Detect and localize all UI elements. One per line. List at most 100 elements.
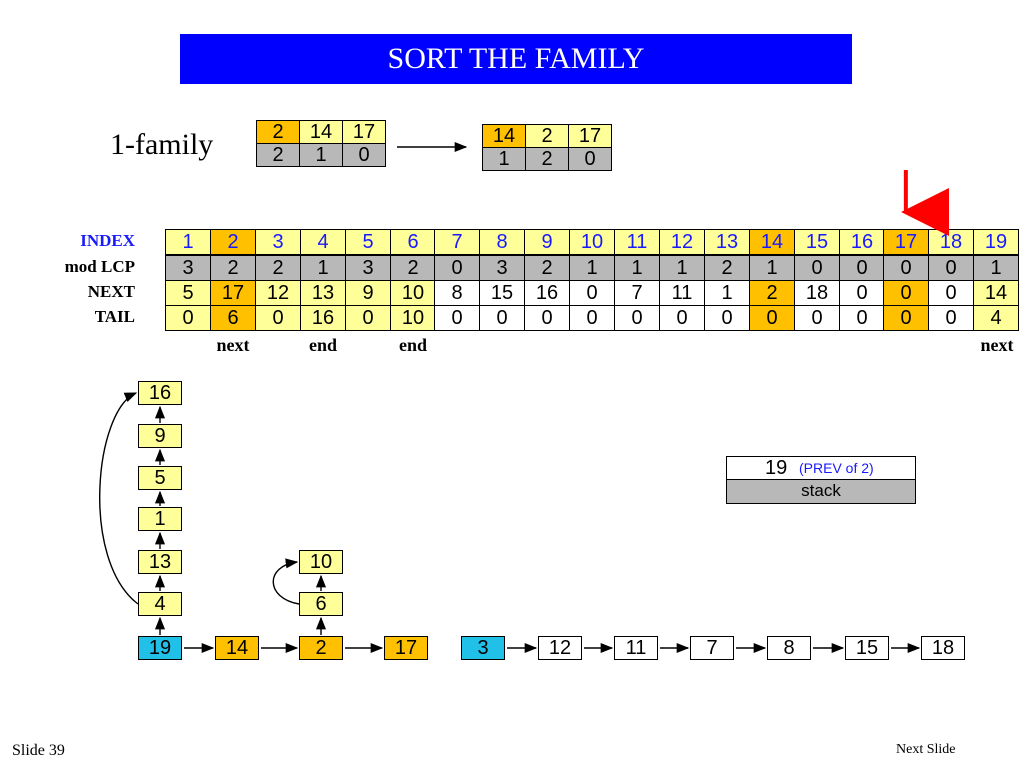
stack-label: stack xyxy=(726,480,916,504)
stack-2-curve xyxy=(272,558,300,605)
table-cell-tail: 0 xyxy=(524,305,570,331)
annotation-end: end xyxy=(308,335,337,355)
table-cell-index: 4 xyxy=(300,229,346,255)
table-cell-tail: 16 xyxy=(300,305,346,331)
next-slide-link[interactable]: Next Slide xyxy=(896,742,956,757)
table-cell-index: 7 xyxy=(434,229,480,255)
table-cell-tail: 0 xyxy=(165,305,211,331)
annotation-end: end xyxy=(398,335,427,355)
family-top-cell: 17 xyxy=(568,124,612,148)
annotation-next: next xyxy=(216,335,250,355)
table-cell-lcp: 1 xyxy=(749,255,795,281)
table-cell-index: 19 xyxy=(973,229,1019,255)
family-bottom-cell: 2 xyxy=(525,147,569,171)
table-cell-tail: 4 xyxy=(973,305,1019,331)
chain-node: 3 xyxy=(461,636,505,660)
table-cell-tail: 0 xyxy=(614,305,660,331)
table-cell-lcp: 1 xyxy=(973,255,1019,281)
stack-19-curve xyxy=(99,392,139,605)
stack-node: 13 xyxy=(138,550,182,574)
family-bottom-cell: 1 xyxy=(482,147,526,171)
table-cell-next: 10 xyxy=(390,280,436,306)
slide-title: SORT THE FAMILY xyxy=(180,34,852,84)
stack-node: 9 xyxy=(138,424,182,448)
table-cell-lcp: 3 xyxy=(165,255,211,281)
chain-node: 7 xyxy=(690,636,734,660)
family-label: 1-family xyxy=(110,128,214,161)
stack-node: 5 xyxy=(138,466,182,490)
stack-node: 1 xyxy=(138,507,182,531)
chain-node: 15 xyxy=(845,636,889,660)
table-cell-tail: 0 xyxy=(839,305,885,331)
row-label-tail: TAIL xyxy=(94,307,135,326)
chain-node: 14 xyxy=(215,636,259,660)
chain-node: 17 xyxy=(384,636,428,660)
table-cell-lcp: 0 xyxy=(928,255,974,281)
table-cell-next: 0 xyxy=(839,280,885,306)
table-cell-next: 18 xyxy=(794,280,840,306)
table-cell-index: 13 xyxy=(704,229,750,255)
stack-node: 6 xyxy=(299,592,343,616)
table-cell-lcp: 2 xyxy=(255,255,301,281)
table-cell-tail: 0 xyxy=(928,305,974,331)
table-cell-next: 16 xyxy=(524,280,570,306)
table-cell-next: 14 xyxy=(973,280,1019,306)
table-cell-tail: 10 xyxy=(390,305,436,331)
stack-top-cell: 19 (PREV of 2) xyxy=(726,456,916,480)
chain-node: 12 xyxy=(538,636,582,660)
table-cell-next: 9 xyxy=(345,280,391,306)
table-cell-tail: 0 xyxy=(794,305,840,331)
table-cell-index: 2 xyxy=(210,229,256,255)
table-cell-lcp: 2 xyxy=(704,255,750,281)
stack-node: 4 xyxy=(138,592,182,616)
table-cell-next: 7 xyxy=(614,280,660,306)
table-cell-index: 3 xyxy=(255,229,301,255)
chain-node: 18 xyxy=(921,636,965,660)
table-cell-lcp: 0 xyxy=(839,255,885,281)
family-top-cell: 17 xyxy=(342,120,386,144)
annotation-next: next xyxy=(980,335,1014,355)
chain-node: 8 xyxy=(767,636,811,660)
row-label-lcp: mod LCP xyxy=(64,257,135,276)
family-bottom-cell: 1 xyxy=(299,143,343,167)
row-label-next: NEXT xyxy=(87,282,135,301)
chain-node: 19 xyxy=(138,636,182,660)
table-cell-lcp: 1 xyxy=(300,255,346,281)
table-cell-next: 11 xyxy=(659,280,705,306)
row-label-index: INDEX xyxy=(80,231,135,250)
table-cell-tail: 0 xyxy=(255,305,301,331)
table-cell-index: 12 xyxy=(659,229,705,255)
family-bottom-cell: 2 xyxy=(256,143,300,167)
table-cell-index: 15 xyxy=(794,229,840,255)
table-cell-index: 9 xyxy=(524,229,570,255)
family-top-cell: 14 xyxy=(482,124,526,148)
family-bottom-cell: 0 xyxy=(568,147,612,171)
table-cell-lcp: 0 xyxy=(794,255,840,281)
table-cell-lcp: 0 xyxy=(434,255,480,281)
table-cell-next: 1 xyxy=(704,280,750,306)
stack-note: (PREV of 2) xyxy=(799,460,874,476)
table-cell-next: 17 xyxy=(210,280,256,306)
stack-node: 16 xyxy=(138,381,182,405)
table-cell-tail: 0 xyxy=(883,305,929,331)
table-cell-lcp: 3 xyxy=(345,255,391,281)
table-cell-tail: 0 xyxy=(434,305,480,331)
table-cell-index: 5 xyxy=(345,229,391,255)
stack-value: 19 xyxy=(765,457,788,479)
family-bottom-cell: 0 xyxy=(342,143,386,167)
table-cell-tail: 6 xyxy=(210,305,256,331)
table-cell-index: 14 xyxy=(749,229,795,255)
table-cell-next: 13 xyxy=(300,280,346,306)
stack-node: 10 xyxy=(299,550,343,574)
chain-node: 2 xyxy=(299,636,343,660)
table-cell-index: 6 xyxy=(390,229,436,255)
chain-node: 11 xyxy=(614,636,658,660)
table-cell-index: 10 xyxy=(569,229,615,255)
slide-number: Slide 39 xyxy=(12,742,65,759)
table-cell-lcp: 1 xyxy=(569,255,615,281)
table-cell-lcp: 1 xyxy=(659,255,705,281)
table-cell-index: 1 xyxy=(165,229,211,255)
table-cell-tail: 0 xyxy=(569,305,615,331)
table-cell-index: 16 xyxy=(839,229,885,255)
